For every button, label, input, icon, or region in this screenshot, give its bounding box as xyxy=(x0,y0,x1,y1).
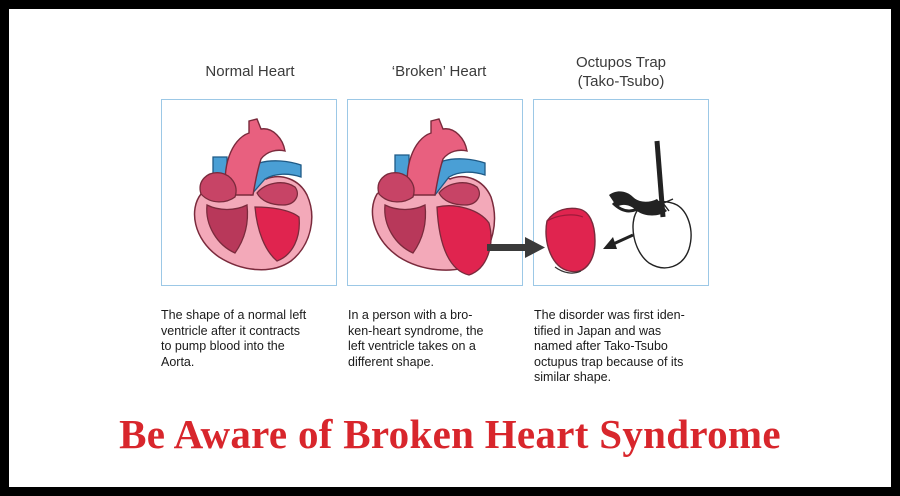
caption-octopus-trap: The disorder was first iden- tified in J… xyxy=(534,308,685,384)
arrow-right-icon xyxy=(487,237,545,258)
page-headline: Be Aware of Broken Heart Syndrome xyxy=(119,411,781,457)
broken-heart-icon xyxy=(371,118,496,276)
panel-title-octopus-trap: Octupos Trap (Tako-Tsubo) xyxy=(575,54,667,90)
caption-normal-heart: The shape of a normal left ventricle aft… xyxy=(161,308,307,369)
octopus-trap-icon xyxy=(545,140,692,274)
panel-title-broken-heart: ‘Broken’ Heart xyxy=(391,63,487,80)
caption-broken-heart: In a person with a bro- ken-heart syndro… xyxy=(348,308,484,369)
normal-heart-icon xyxy=(193,118,313,271)
infographic-canvas: Normal Heart ‘Broken’ Heart Octupos Trap… xyxy=(9,9,891,487)
panel-title-normal-heart: Normal Heart xyxy=(205,63,295,80)
